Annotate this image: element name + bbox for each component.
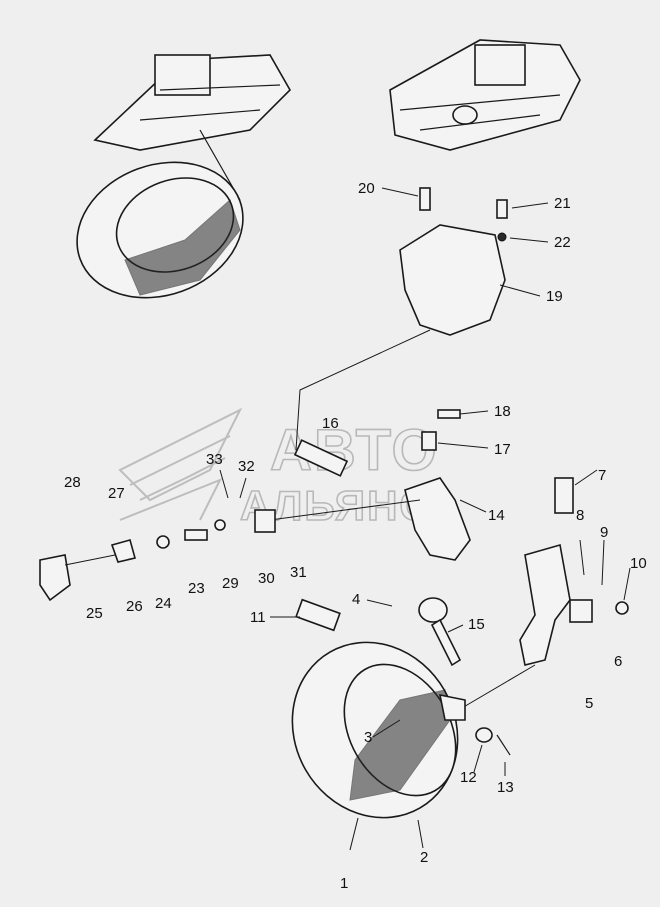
callout-27: 27 [108,485,125,502]
nut-24 [156,535,170,549]
callout-12: 12 [460,769,477,786]
arm-15 [430,618,462,667]
callout-29: 29 [222,575,239,592]
callout-25: 25 [86,605,103,622]
cotter-13 [496,734,511,756]
callout-16: 16 [322,415,339,432]
callout-8: 8 [576,507,584,524]
callout-21: 21 [554,195,571,212]
callout-17: 17 [494,441,511,458]
callout-30: 30 [258,570,275,587]
callout-labels: 1 2 3 4 5 6 7 8 9 10 11 12 13 14 15 16 1… [64,180,647,892]
bushing-15 [418,597,448,623]
washer-22 [497,232,507,242]
callout-24: 24 [155,595,172,612]
callout-1: 1 [340,875,348,892]
nut-29 [214,519,226,531]
pin-20 [419,187,431,211]
watermark-line1: АВТО [270,418,439,483]
pin-16 [293,439,349,477]
leader-lines [219,187,631,851]
callout-32: 32 [238,458,255,475]
callout-2: 2 [420,849,428,866]
callout-6: 6 [614,653,622,670]
callout-28: 28 [64,474,81,491]
bolt-10 [615,601,629,615]
callout-4: 4 [352,591,360,608]
callout-18: 18 [494,403,511,420]
bracket-25 [39,554,71,602]
lever-14 [404,477,471,561]
rod-23 [184,529,208,541]
callout-33: 33 [206,451,223,468]
callout-9: 9 [600,524,608,541]
bolt-21 [496,199,508,219]
housing-overview-right [389,39,581,151]
callout-3: 3 [364,729,372,746]
callout-11: 11 [250,609,266,626]
pin-11 [295,598,341,632]
brake-assembly-overview [76,54,291,299]
block-6 [569,599,593,623]
screw-7 [554,477,574,514]
watermark: АВТО АЛЬЯНС [118,407,439,530]
spring-18 [437,409,461,419]
callout-31: 31 [290,564,307,581]
adjuster-5 [519,543,571,666]
band-lug [438,693,466,721]
clevis-30 [254,509,276,533]
callout-14: 14 [488,507,505,524]
brake-band-1 [291,641,466,819]
nut-17 [421,431,437,451]
callout-10: 10 [630,555,647,572]
top-housing-right [389,39,581,151]
callout-26: 26 [126,598,143,615]
watermark-logo [118,407,243,521]
callout-13: 13 [497,779,514,796]
washer-12 [475,727,493,743]
callout-7: 7 [598,467,606,484]
callout-5: 5 [585,695,593,712]
clevis-27 [110,539,136,563]
bracket-19 [399,224,506,336]
callout-23: 23 [188,580,205,597]
callout-19: 19 [546,288,563,305]
callout-15: 15 [468,616,485,633]
callout-22: 22 [554,234,571,251]
callout-20: 20 [358,180,375,197]
